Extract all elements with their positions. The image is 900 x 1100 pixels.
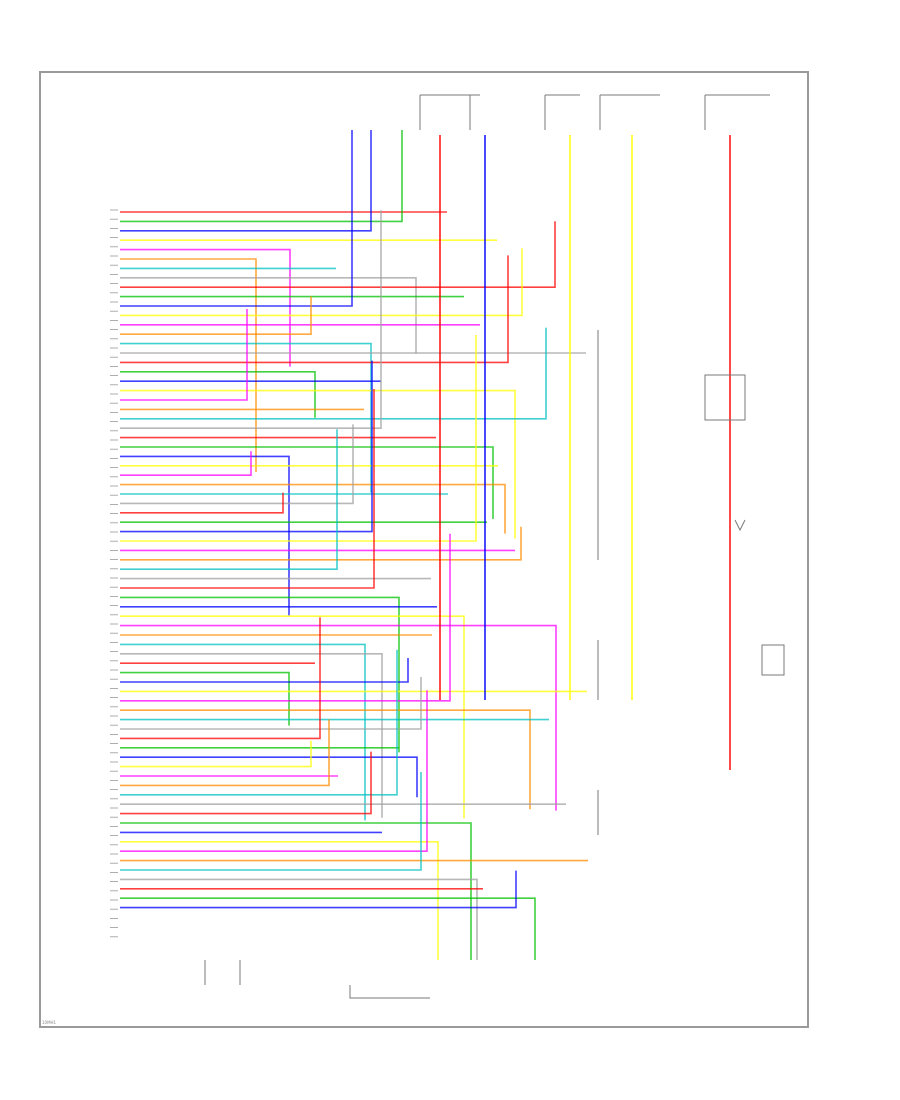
bottom-connectors (204, 960, 430, 999)
connector-pins (110, 209, 118, 938)
wire (120, 327, 547, 420)
wire (120, 210, 382, 429)
wire (120, 643, 366, 821)
wire (120, 653, 383, 818)
wire (120, 424, 354, 505)
wire (120, 296, 312, 335)
wire (120, 258, 257, 472)
wire (120, 248, 523, 317)
wire (120, 822, 472, 960)
wire (120, 451, 252, 476)
wire (120, 671, 290, 726)
wire (120, 446, 494, 519)
wire (120, 130, 353, 307)
wire (120, 429, 338, 570)
wire (120, 756, 418, 798)
wire (120, 533, 451, 702)
footer-code: 10MH1 (42, 1020, 57, 1025)
wire (120, 130, 403, 223)
wire (120, 878, 478, 960)
wire (120, 389, 375, 589)
wire (120, 897, 536, 960)
wire (120, 649, 398, 796)
component-brackets (597, 330, 785, 835)
wire (120, 677, 422, 730)
wire (120, 342, 372, 493)
wire (120, 690, 428, 852)
wire (120, 617, 321, 740)
wire (120, 624, 557, 811)
wire (120, 526, 522, 561)
wire (120, 335, 477, 542)
wire (120, 248, 291, 367)
wire (120, 492, 284, 514)
power-sources (419, 94, 770, 130)
wire (120, 221, 556, 288)
wire (120, 615, 465, 819)
wire (120, 309, 248, 401)
wire (120, 360, 373, 533)
diagram-frame (39, 71, 809, 1028)
wire (120, 130, 372, 232)
wire (120, 772, 422, 871)
wire (120, 719, 330, 787)
wire (120, 255, 509, 364)
wire (120, 483, 506, 534)
wire (120, 751, 372, 815)
wire (120, 371, 316, 418)
wire (120, 277, 417, 354)
wire (120, 870, 517, 909)
wire (120, 841, 439, 960)
wire (120, 658, 409, 683)
wire (120, 389, 516, 539)
wire-harness (120, 130, 731, 960)
wire (120, 455, 290, 616)
wire (120, 709, 531, 810)
wire (120, 740, 312, 768)
